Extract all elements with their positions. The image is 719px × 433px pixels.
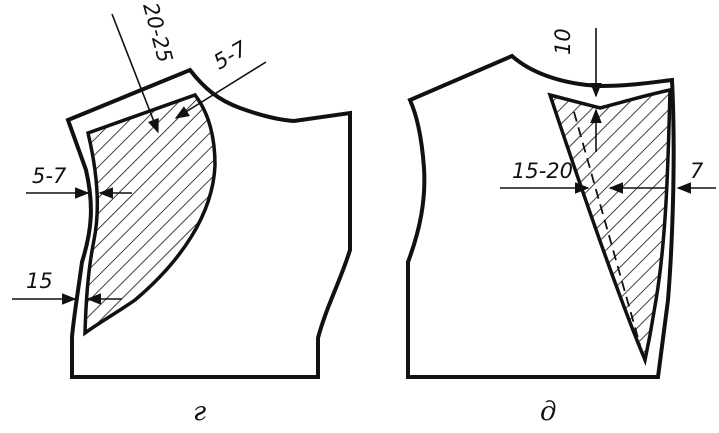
label-neckline-5-7: 5-7: [210, 36, 252, 74]
front-facing-hatched: [83, 92, 217, 337]
label-bottom-15: 15: [26, 269, 53, 293]
caption-d: д: [540, 397, 556, 427]
label-shoulder-20-25: 20-25: [138, 0, 177, 65]
figure-d: 10 15-20 7 д: [406, 28, 716, 427]
front-piece-outline: [65, 67, 352, 379]
figure-g: 20-25 5-7 5-7 15 г: [12, 0, 352, 427]
dim-line-shoulder: [111, 13, 159, 134]
back-piece-outline: [406, 53, 676, 379]
facing-dashed-seam: [573, 111, 641, 346]
back-facing-hatched: [547, 87, 672, 366]
caption-g: г: [193, 397, 206, 427]
dim-line-neckline: [174, 61, 267, 119]
label-gap-10: 10: [551, 28, 575, 55]
label-facing-15-20: 15-20: [512, 159, 573, 183]
label-armhole-5-7: 5-7: [32, 164, 67, 188]
label-edge-7: 7: [690, 159, 704, 183]
